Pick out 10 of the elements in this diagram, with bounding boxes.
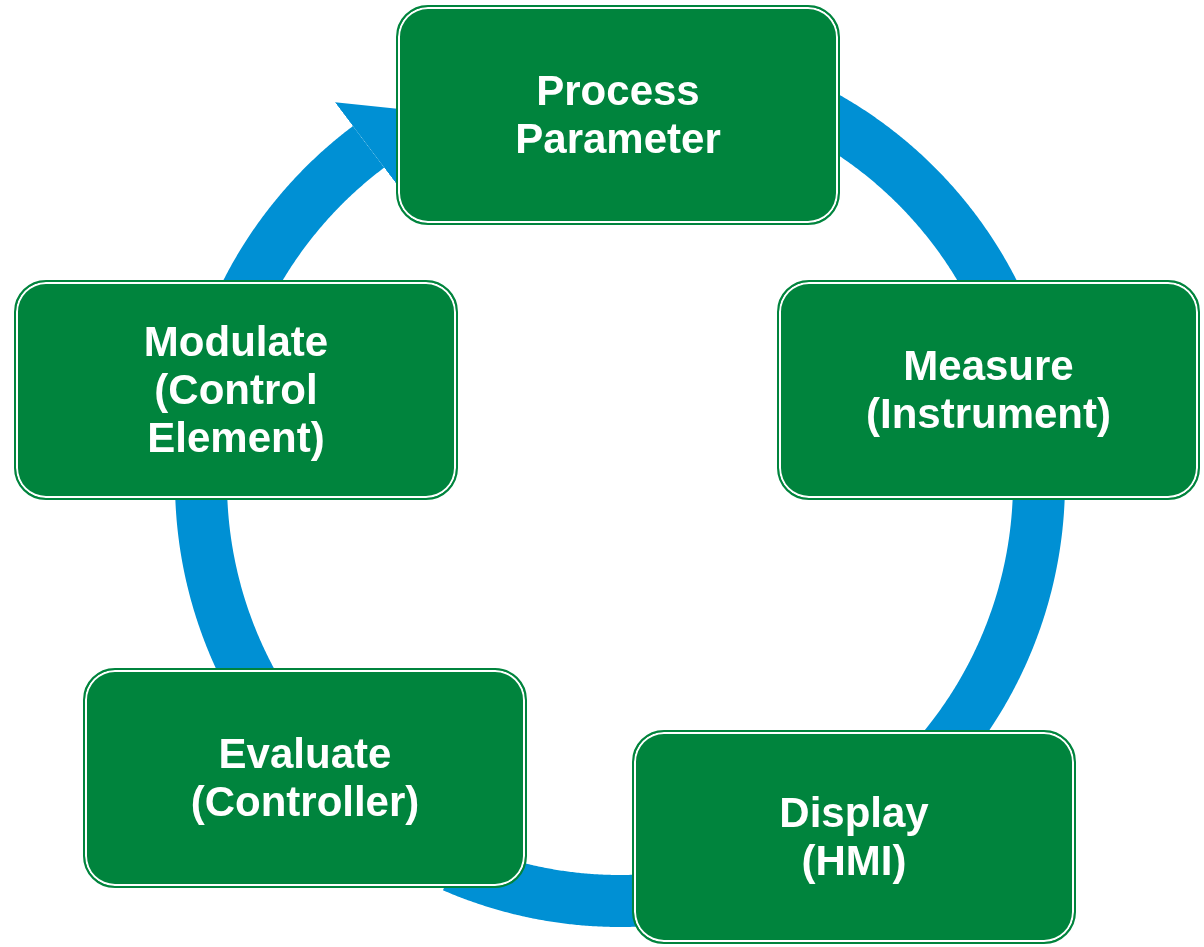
box-label: Measure (Instrument) xyxy=(865,341,1112,439)
box-label: Evaluate (Controller) xyxy=(189,729,421,827)
process-box xyxy=(14,280,458,500)
process-box xyxy=(83,668,527,888)
box-label: Modulate (Control Element) xyxy=(142,317,330,463)
box-label: Display (HMI) xyxy=(778,788,930,886)
box-label: Process Parameter xyxy=(514,66,722,164)
process-box xyxy=(777,280,1200,500)
process-box xyxy=(632,730,1076,944)
process-box xyxy=(396,5,840,225)
